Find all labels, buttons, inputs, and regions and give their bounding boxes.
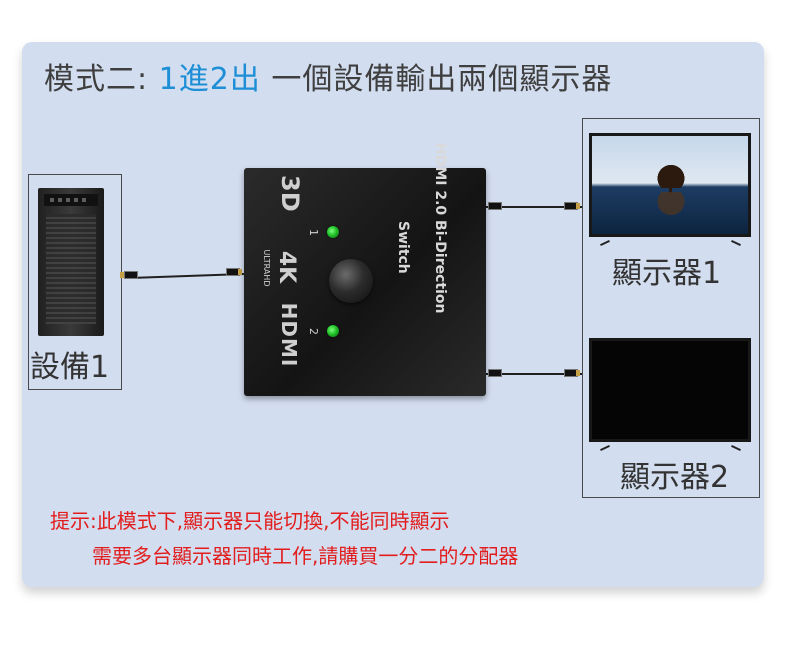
title-prefix: 模式二: (44, 62, 149, 97)
badge-ultrahd: ULTRAHD (262, 249, 271, 287)
tree-trunk (669, 184, 672, 194)
product-title: HDMI 2.0 Bi-Direction (432, 143, 448, 314)
led-2-indicator (327, 325, 339, 337)
monitor-1-screen (589, 133, 751, 237)
hdmi-plug-tip (238, 269, 242, 275)
led-1-label: 1 (307, 229, 320, 236)
tower-port-dots (50, 198, 90, 202)
tower-grille (46, 214, 96, 324)
led-1-indicator (327, 226, 339, 238)
hdmi-plug-icon (488, 369, 502, 377)
title-highlight: 1進2出 (158, 62, 261, 97)
device-label: 設備1 (30, 350, 110, 385)
tip-line-1: 提示:此模式下,顯示器只能切換,不能同時顯示 (50, 509, 450, 533)
tree-reflection (654, 192, 688, 216)
monitor-2-screen (589, 338, 751, 442)
hdmi-plug-tip (576, 203, 580, 209)
switch-toggle-button[interactable] (329, 259, 373, 303)
title-rest: 一個設備輸出兩個顯示器 (271, 62, 613, 97)
page-title: 模式二: 1進2出 一個設備輸出兩個顯示器 (44, 54, 612, 98)
hdmi-plug-tip (576, 370, 580, 376)
badge-3d: 3D (276, 175, 304, 212)
hdmi-plug-icon (488, 202, 502, 210)
led-2-label: 2 (307, 328, 320, 335)
cable-switch-to-monitor-1 (486, 206, 582, 208)
hdmi-logo: HDMI (277, 302, 301, 368)
tip-line-2: 需要多台顯示器同時工作,請購買一分二的分配器 (92, 544, 519, 568)
monitor-2-label: 顯示器2 (620, 460, 730, 495)
hdmi-plug-tip (120, 272, 124, 278)
cable-switch-to-monitor-2 (486, 373, 582, 375)
hdmi-plug-icon (124, 271, 138, 279)
product-subtitle: Switch (395, 221, 411, 274)
monitor-1-label: 顯示器1 (612, 256, 722, 291)
pc-tower-icon (38, 188, 104, 336)
